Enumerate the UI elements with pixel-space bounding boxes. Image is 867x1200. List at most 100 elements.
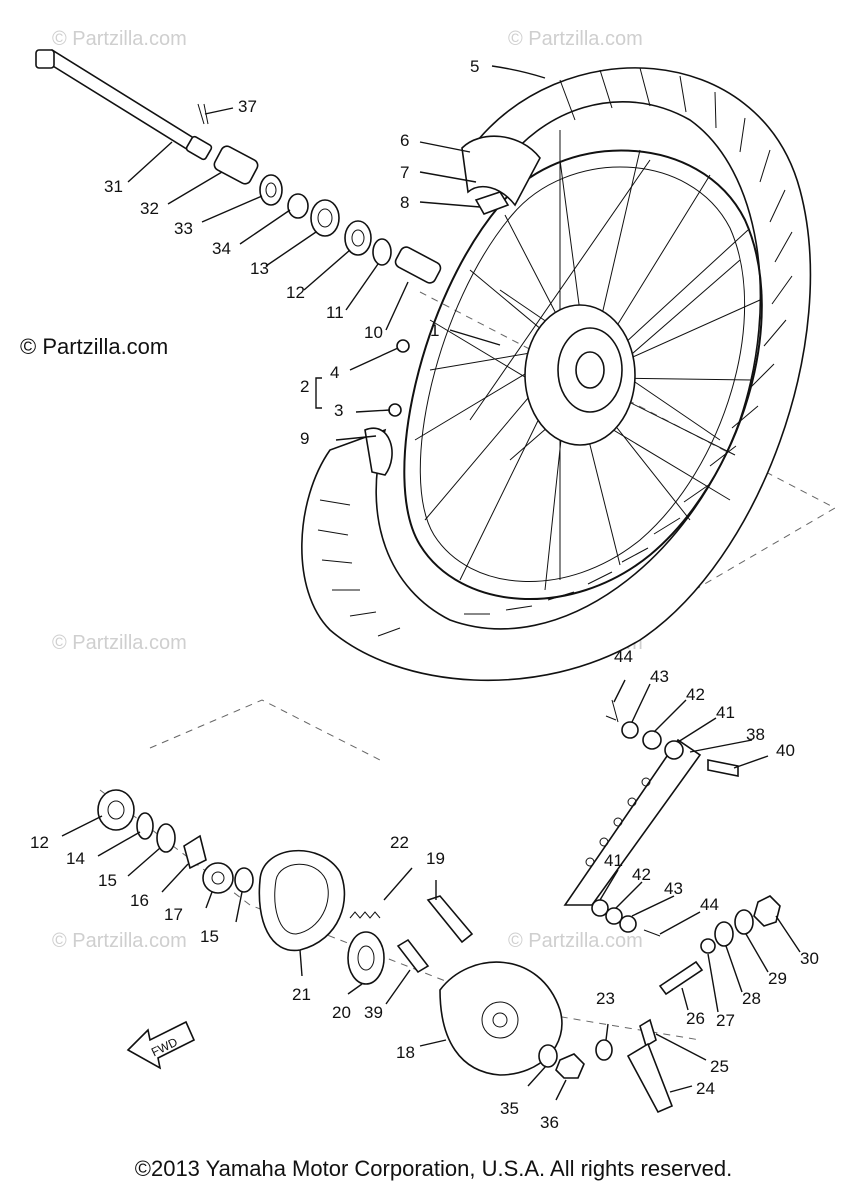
callout-8: 8	[400, 193, 409, 212]
rim-band	[474, 191, 510, 215]
callout-11: 11	[326, 303, 344, 322]
callout-24: 24	[696, 1079, 715, 1098]
callout-29: 29	[768, 969, 787, 988]
washer-29	[734, 909, 754, 935]
callout-28: 28	[742, 989, 761, 1008]
washer-28	[714, 921, 734, 947]
bolt-25	[639, 1018, 657, 1048]
callout-5: 5	[470, 57, 479, 76]
callout-25: 25	[710, 1057, 729, 1076]
callout-33: 33	[174, 219, 193, 238]
nipple-4	[396, 339, 410, 353]
callout-38: 38	[746, 725, 765, 744]
callout-26: 26	[686, 1009, 705, 1028]
watermark-mid-left: © Partzilla.com	[52, 632, 187, 654]
callout-21: 21	[292, 985, 311, 1004]
callout-20: 20	[332, 1003, 351, 1022]
callout-30: 30	[800, 949, 819, 968]
callout-15b: 15	[200, 927, 219, 946]
tire	[301, 67, 812, 682]
callout-2: 2	[300, 377, 309, 396]
callout-32: 32	[140, 199, 159, 218]
torque-arm-assembly	[563, 699, 781, 996]
callout-22: 22	[390, 833, 409, 852]
washer-43	[621, 721, 639, 739]
callout-7: 7	[400, 163, 409, 182]
shaft-39	[396, 938, 430, 974]
callout-40: 40	[776, 741, 795, 760]
spring-22	[349, 911, 381, 919]
nut-30	[753, 895, 781, 927]
callout-36: 36	[540, 1113, 559, 1132]
washer-41	[664, 740, 684, 760]
axle-assembly	[35, 49, 442, 417]
cotter-pin-44	[605, 699, 619, 723]
nut-36	[555, 1053, 585, 1079]
gear-17	[202, 862, 234, 894]
callout-3: 3	[334, 401, 343, 420]
callout-23: 23	[596, 989, 615, 1008]
spacer-10	[394, 246, 442, 284]
callout-6: 6	[400, 131, 409, 150]
axle	[38, 49, 207, 158]
seal-14	[136, 812, 154, 840]
washer-42	[642, 730, 662, 750]
tire-tread	[317, 67, 793, 637]
callout-41b: 41	[604, 851, 623, 870]
tire-cutaway-lower	[364, 427, 393, 476]
callout-labels: 1 2 3 4 5 6 7 8 9 10 11 12 13 14 15 16 1…	[30, 57, 819, 1132]
callout-10: 10	[364, 323, 383, 342]
inner-tube	[461, 135, 541, 207]
washer-15b	[234, 867, 254, 893]
watermark-low-left: © Partzilla.com	[52, 930, 187, 952]
washer-42b	[605, 907, 623, 925]
washer-35	[538, 1044, 558, 1068]
callout-44: 44	[614, 647, 633, 666]
callout-1: 1	[430, 321, 439, 340]
washer-43b	[619, 915, 637, 933]
spacer-34	[287, 193, 309, 219]
callout-43: 43	[650, 667, 669, 686]
callout-42b: 42	[632, 865, 651, 884]
pin-44b	[643, 929, 661, 937]
camshaft-19	[426, 895, 474, 944]
bearing-12b	[97, 789, 135, 831]
callout-37: 37	[238, 97, 257, 116]
nipple-3	[388, 403, 402, 417]
callout-13: 13	[250, 259, 269, 278]
brake-assembly	[97, 789, 674, 1114]
callout-18: 18	[396, 1043, 415, 1062]
callout-44b: 44	[700, 895, 719, 914]
rim	[403, 149, 763, 600]
watermark-top-right: © Partzilla.com	[508, 28, 643, 50]
spring-27	[700, 938, 716, 954]
seal-20	[347, 931, 385, 985]
callout-15: 15	[98, 871, 117, 890]
callout-19: 19	[426, 849, 445, 868]
brake-shoes-21	[258, 849, 346, 952]
callout-16: 16	[130, 891, 149, 910]
callout-27: 27	[716, 1011, 735, 1030]
watermark-low-right: © Partzilla.com	[508, 930, 643, 952]
guide-lines	[99, 291, 837, 1041]
callout-14: 14	[66, 849, 85, 868]
leader-lines	[61, 65, 801, 1101]
callout-17: 17	[164, 905, 183, 924]
bearing-13	[310, 199, 340, 237]
front-wheel	[301, 67, 812, 682]
oil-seal-33	[259, 174, 283, 206]
circlip-11	[372, 238, 392, 266]
callout-9: 9	[300, 429, 309, 448]
callout-34: 34	[212, 239, 231, 258]
adjuster-26	[658, 960, 704, 996]
torque-arm-38	[563, 738, 702, 906]
cam-lever-24	[626, 1042, 674, 1114]
watermark-top-left: © Partzilla.com	[52, 28, 187, 50]
callout-12: 12	[286, 283, 305, 302]
callout-41: 41	[716, 703, 735, 722]
callout-42: 42	[686, 685, 705, 704]
fwd-arrow: FWD	[126, 1020, 196, 1070]
collar-32	[213, 145, 259, 185]
washer-23	[595, 1039, 613, 1061]
